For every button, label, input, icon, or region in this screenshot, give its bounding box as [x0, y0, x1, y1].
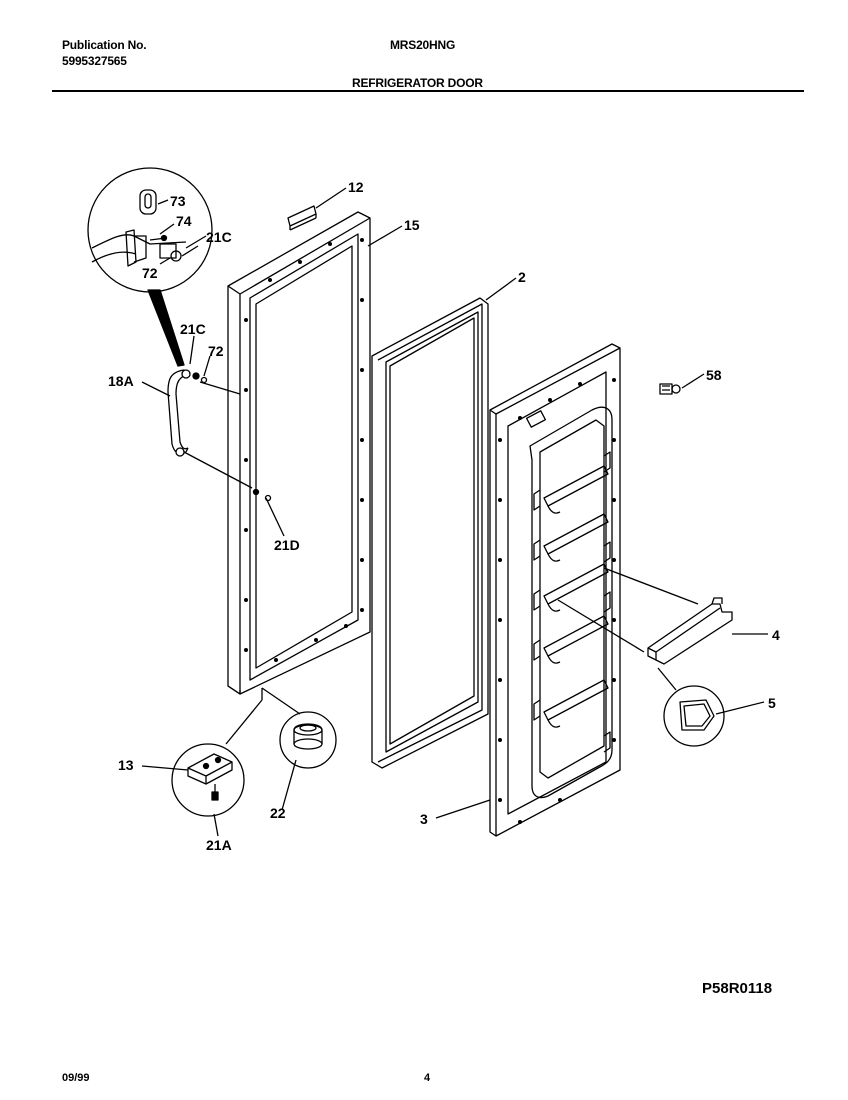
part-5-detail-circle [663, 685, 725, 747]
part-22-detail-circle [279, 711, 337, 769]
part-3-door-liner [489, 343, 621, 837]
callout-72-detail: 72 [142, 265, 158, 281]
liner-screw-holes [498, 378, 616, 824]
part-15-door-frame [227, 211, 371, 695]
callout-12: 12 [348, 179, 364, 195]
footer-date: 09/99 [62, 1072, 90, 1084]
frame-screw-holes [244, 238, 364, 662]
model-number: MRS20HNG [390, 38, 456, 52]
part-18A-handle [167, 369, 191, 457]
part-2-gasket [371, 297, 489, 769]
publication-label: Publication No. [62, 38, 147, 52]
callout-74: 74 [176, 213, 192, 229]
callout-2: 2 [518, 269, 526, 285]
callout-labels: 73 74 21C 72 12 15 2 21C 72 18A 58 21D 4… [108, 179, 780, 853]
callout-22: 22 [270, 805, 286, 821]
callout-13: 13 [118, 757, 134, 773]
section-title: REFRIGERATOR DOOR [352, 76, 483, 90]
callout-72: 72 [208, 343, 224, 359]
hinge-detail-circle [87, 167, 213, 293]
part-13-detail-circle [171, 743, 245, 817]
callout-15: 15 [404, 217, 420, 233]
callout-21C-detail: 21C [206, 229, 232, 245]
callout-3: 3 [420, 811, 428, 827]
publication-number: 5995327565 [62, 54, 127, 68]
leader-lines [141, 187, 768, 837]
callout-73: 73 [170, 193, 186, 209]
footer-page-number: 4 [424, 1072, 431, 1084]
header-rule [52, 90, 804, 92]
callout-21D: 21D [274, 537, 300, 553]
callout-4: 4 [772, 627, 780, 643]
part-4-bracket [647, 597, 733, 665]
callout-58: 58 [706, 367, 722, 383]
callout-5: 5 [768, 695, 776, 711]
drawing-reference: P58R0118 [702, 980, 773, 997]
part-21C-72-screws [192, 372, 241, 395]
callout-21C: 21C [180, 321, 206, 337]
callout-21A: 21A [206, 837, 232, 853]
part-12-plate [287, 205, 317, 231]
part-21D-screws [252, 488, 272, 502]
part-58-screw [659, 383, 681, 395]
callout-18A: 18A [108, 373, 134, 389]
